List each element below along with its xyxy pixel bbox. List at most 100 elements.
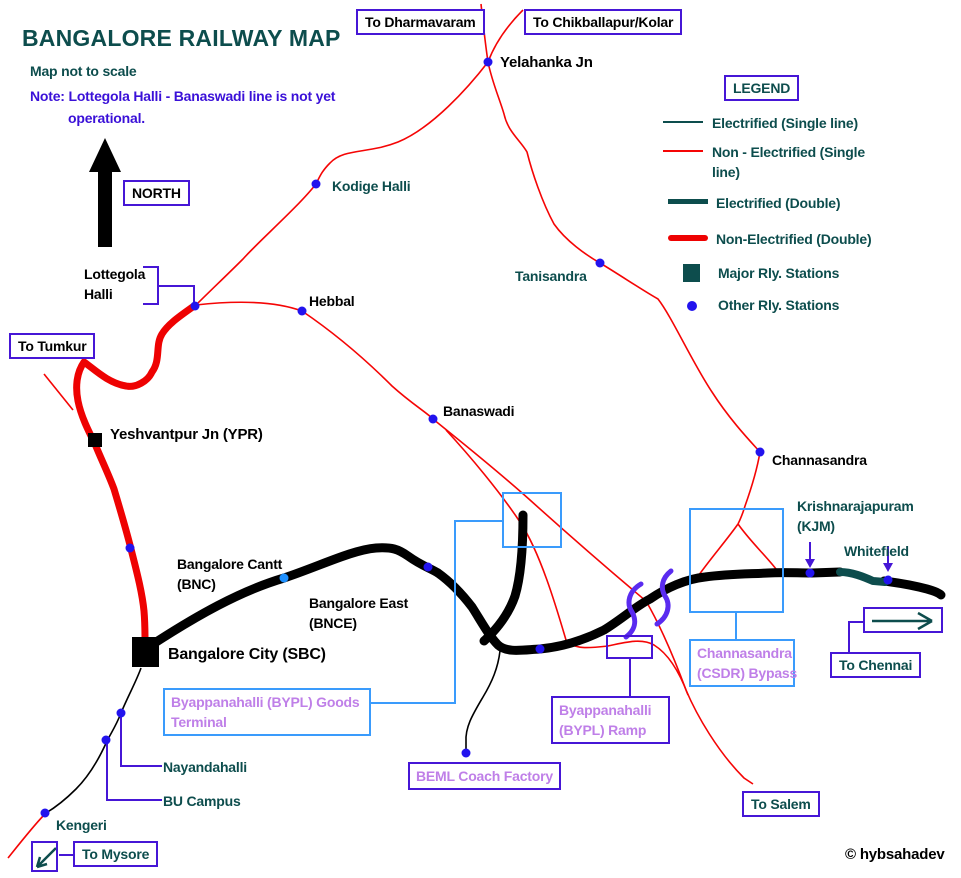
krishnarajapuram-line1: Krishnarajapuram — [797, 498, 914, 514]
line-byappanahalli-goods-spur — [479, 510, 528, 646]
legend-swatch-electrified-double — [668, 199, 708, 204]
beml-callout-box: BEML Coach Factory — [408, 762, 561, 790]
bangalore-cantt-label: Bangalore Cantt (BNC) — [177, 554, 282, 594]
line-sbc-nayandahalli-kengeri — [45, 667, 142, 814]
to-chikballapur-box: To Chikballapur/Kolar — [524, 9, 683, 35]
bangalore-east-label: Bangalore East (BNCE) — [309, 593, 408, 633]
lottegola-halli-line1: Lottegola — [84, 266, 146, 282]
legend-label-non-electrified-single: Non - Electrified (Single line) — [712, 144, 865, 180]
bypass-v-right-leg — [737, 523, 777, 570]
legend-swatch-other-station — [687, 301, 697, 311]
chennai-arrow-box — [863, 607, 943, 633]
line-yelahanka-kodigehalli-lottegola — [195, 61, 489, 306]
north-label-box: NORTH — [123, 180, 190, 206]
line-kengeri-to-mysore — [7, 813, 46, 859]
map-note-line1: Note: Lottegola Halli - Banaswadi line i… — [30, 88, 336, 104]
to-chennai-box: To Chennai — [830, 652, 922, 678]
krishnarajapuram-line2: (KJM) — [797, 518, 835, 534]
yelahanka-label: Yelahanka Jn — [500, 54, 593, 71]
nayandahalli-station-dot — [116, 708, 126, 718]
bangalore-cantt-line2: (BNC) — [177, 576, 216, 592]
whitefield-station-dot — [883, 575, 893, 585]
bangalore-cantt-line1: Bangalore Cantt — [177, 556, 283, 572]
north-arrow — [89, 138, 121, 247]
legend-label-electrified-double: Electrified (Double) — [716, 195, 841, 211]
to-salem-box: To Salem — [742, 791, 820, 817]
line-sbc-cantt-east-kjm-main — [145, 543, 845, 655]
bypass-line2: (CSDR) Bypass — [697, 665, 798, 681]
bangalore-east-line1: Bangalore East — [309, 595, 409, 611]
legend-label-non-electrified-double: Non-Electrified (Double) — [716, 231, 872, 247]
yeshvantpur-label: Yeshvantpur Jn (YPR) — [110, 426, 263, 443]
lottegola-halli-label: Lottegola Halli — [84, 264, 145, 304]
channasandra-label: Channasandra — [772, 452, 867, 468]
hebbal-label: Hebbal — [309, 293, 355, 309]
tanisandra-label: Tanisandra — [515, 268, 587, 284]
nayandahalli-label: Nayandahalli — [163, 759, 247, 775]
chennai-callout-line — [848, 621, 863, 653]
chennai-direction-arrow — [872, 611, 933, 631]
legend-label-major-stations: Major Rly. Stations — [718, 265, 840, 281]
bangalore-east-line2: (BNCE) — [309, 615, 357, 631]
line-banaswadi-to-salem — [432, 418, 754, 785]
ramp-callout-box: Byappanahalli (BYPL) Ramp — [551, 696, 670, 744]
kodige-halli-label: Kodige Halli — [332, 178, 411, 194]
bypass-line1: Channasandra — [697, 645, 792, 661]
bangalore-cantt-station-dot — [279, 573, 289, 583]
to-tumkur-box: To Tumkur — [9, 333, 96, 359]
banaswadi-station-dot — [428, 414, 438, 424]
ypr-line-station-dot — [125, 543, 135, 553]
credit-text: © hybsahadev — [845, 846, 945, 863]
legend-label-other-stations: Other Rly. Stations — [718, 297, 840, 313]
line-lottegola-yeshvantpur-sbc-double — [73, 302, 198, 644]
goods-terminal-line1: Byappanahalli (BYPL) Goods — [171, 694, 360, 710]
yeshvantpur-station-square — [88, 433, 102, 447]
lottegola-halli-station-dot — [190, 301, 200, 311]
kjm-pointer-arrowhead — [805, 559, 815, 568]
map-note-line2: operational. — [68, 110, 145, 126]
kengeri-station-dot — [40, 808, 50, 818]
mysore-direction-arrow — [35, 847, 57, 869]
to-mysore-box: To Mysore — [73, 841, 159, 867]
line-whitefield-east-end — [879, 576, 946, 600]
ramp-line2: (BYPL) Ramp — [559, 722, 647, 738]
byappanahalli-station-dot — [535, 644, 545, 654]
page-title: BANGALORE RAILWAY MAP — [22, 25, 341, 51]
legend-label-electrified-single: Electrified (Single line) — [712, 115, 858, 131]
mysore-arrow-box — [31, 841, 58, 872]
flyover-mark-left — [623, 581, 644, 640]
bangalore-east-station-dot — [423, 562, 433, 572]
legend-title-box: LEGEND — [724, 75, 800, 101]
bu-campus-callout-line — [106, 742, 162, 801]
line-lottegola-hebbal-banaswadi — [195, 301, 434, 420]
line-to-tumkur-branch — [43, 373, 74, 411]
ramp-highlight-rect — [606, 635, 653, 659]
bu-campus-station-dot — [101, 735, 111, 745]
banaswadi-label: Banaswadi — [443, 403, 515, 419]
bangalore-city-label: Bangalore City (SBC) — [168, 646, 326, 663]
line-yelahanka-tanisandra-channasandra — [487, 61, 761, 525]
whitefield-pointer-arrowhead — [883, 563, 893, 572]
to-dharmavaram-box: To Dharmavaram — [356, 9, 485, 35]
legend-swatch-major-station — [683, 264, 700, 282]
krishnarajapuram-label: Krishnarajapuram (KJM) — [797, 496, 914, 536]
flyover-mark-right — [654, 568, 674, 627]
legend-swatch-non-electrified-double — [668, 235, 708, 241]
legend-swatch-non-electrified-single — [663, 150, 703, 152]
krishnarajapuram-station-dot — [805, 568, 815, 578]
tanisandra-station-dot — [595, 258, 605, 268]
legend-swatch-electrified-single — [663, 121, 703, 123]
goods-terminal-callout-box: Byappanahalli (BYPL) Goods Terminal — [163, 688, 371, 736]
whitefield-label: Whitefield — [844, 543, 909, 559]
map-subtitle: Map not to scale — [30, 63, 137, 79]
bypass-callout-box: Channasandra (CSDR) Bypass — [689, 639, 798, 687]
beml-station-dot — [461, 748, 471, 758]
channasandra-station-dot — [755, 447, 765, 457]
kengeri-label: Kengeri — [56, 817, 107, 833]
goods-terminal-callout-line — [369, 520, 503, 704]
nayandahalli-callout-line — [120, 715, 162, 767]
kodige-halli-station-dot — [311, 179, 321, 189]
yelahanka-station-dot — [483, 57, 493, 67]
